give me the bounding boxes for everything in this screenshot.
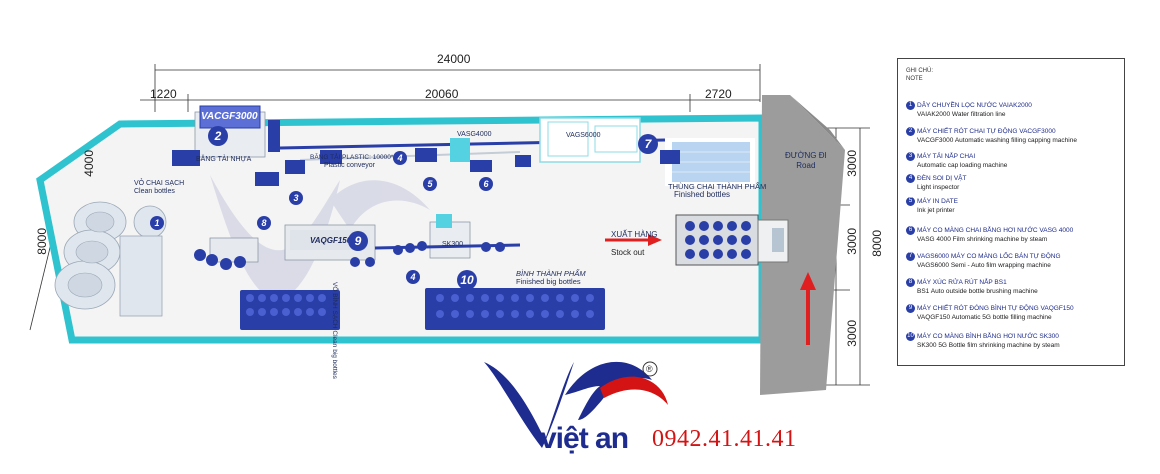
label-finished-bottles: THÙNG CHAI THÀNH PHẨM Finished bottles xyxy=(668,182,767,199)
dim-depth-left: 8000 xyxy=(35,228,49,255)
badge-6: 6 xyxy=(479,177,493,191)
label-stock-out: XUẤT HÀNG Stock out xyxy=(611,230,658,257)
badge-4b: 4 xyxy=(406,270,420,284)
badge-1: 1 xyxy=(150,216,164,230)
badge-8: 8 xyxy=(257,216,271,230)
dim-seg-mid: 20060 xyxy=(425,87,459,101)
brand-phone: 0942.41.41.41 xyxy=(652,426,797,452)
badge-2: 2 xyxy=(208,126,228,146)
dim-height-left: 4000 xyxy=(82,150,96,177)
dim-seg-left: 1220 xyxy=(150,87,177,101)
badge-9: 9 xyxy=(348,231,368,251)
dim-right-bottom: 3000 xyxy=(845,320,859,347)
label-sk300: SK300 xyxy=(442,241,464,248)
dim-total-length: 24000 xyxy=(437,52,471,66)
registered-mark: ® xyxy=(646,364,653,374)
badge-5: 5 xyxy=(423,177,437,191)
label-road: ĐƯỜNG ĐI Road xyxy=(785,151,827,170)
label-vaqgf150: VAQGF150 xyxy=(310,236,352,245)
label-vacgf3000: VACGF3000 xyxy=(201,111,258,122)
dim-right-mid: 3000 xyxy=(845,228,859,255)
label-big-finished: BÌNH THÀNH PHẨM Finished big bottles xyxy=(516,269,586,286)
legend-title: GHI CHÚ: NOTE xyxy=(906,68,933,82)
dim-seg-right: 2720 xyxy=(705,87,732,101)
badge-4: 4 xyxy=(393,151,407,165)
label-vags6000: VAGS6000 xyxy=(566,132,601,139)
label-plastic-conveyor: BĂNG TẢI PLASTIC: 10000*160 Plastic conv… xyxy=(310,154,405,169)
badge-7: 7 xyxy=(638,134,658,154)
label-vasg4000: VASG4000 xyxy=(457,131,492,138)
dim-right-top: 3000 xyxy=(845,150,859,177)
dim-right-total: 8000 xyxy=(870,230,884,257)
label-conveyor-vi: BĂNG TẢI NHỰA xyxy=(196,156,252,163)
badge-10: 10 xyxy=(457,270,477,290)
label-clean-bottles: VỎ CHAI SẠCH Clean bottles xyxy=(134,180,185,195)
badge-3: 3 xyxy=(289,191,303,205)
label-clean-big: VỎ BÌNH SẠCH Clean big bottles xyxy=(331,282,338,379)
brand-name: việt an xyxy=(540,422,629,455)
